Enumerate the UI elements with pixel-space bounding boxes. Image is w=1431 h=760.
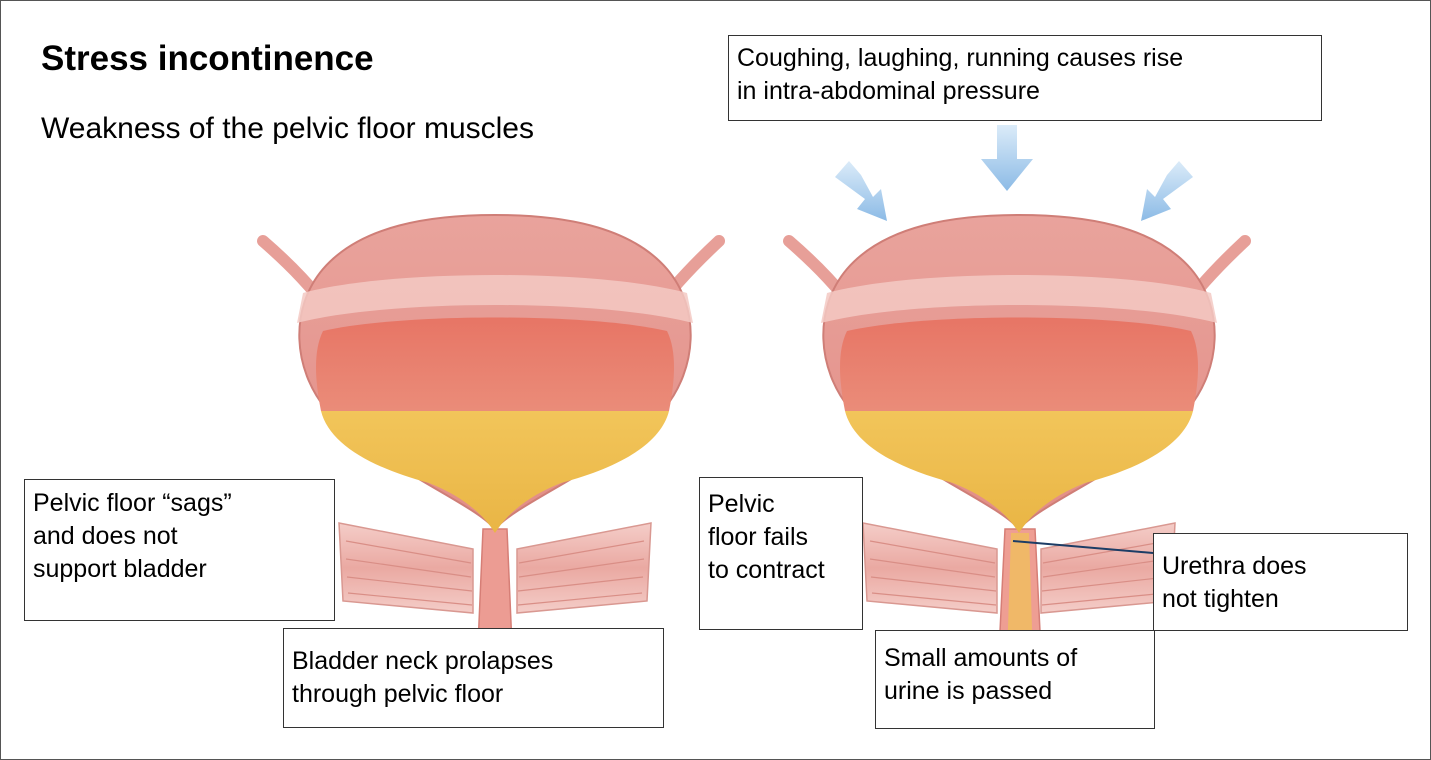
pelvic-floor-sags-label-box: Pelvic floor “sags” and does not support… [24, 479, 335, 621]
pressure-arrow-center [981, 125, 1033, 191]
contract-label-line-1: Pelvic [708, 488, 854, 521]
urine-label-line-2: urine is passed [884, 675, 1146, 708]
pressure-label-line-2: in intra-abdominal pressure [737, 75, 1313, 108]
pressure-label-box: Coughing, laughing, running causes rise … [728, 35, 1322, 121]
urethra-label-line-1: Urethra does [1162, 550, 1399, 583]
sags-label-line-2: and does not [33, 520, 326, 553]
arrow-down-icon [835, 125, 1193, 221]
pressure-arrow-right [1141, 161, 1193, 221]
right-bladder-lining [840, 318, 1198, 412]
urine-label-line-1: Small amounts of [884, 642, 1146, 675]
pelvic-floor-fails-label-box: Pelvic floor fails to contract [699, 477, 863, 630]
page-title: Stress incontinence [41, 39, 374, 79]
urethra-label-line-2: not tighten [1162, 583, 1399, 616]
prolapse-label-line-2: through pelvic floor [292, 678, 655, 711]
contract-label-line-3: to contract [708, 554, 854, 587]
left-bladder-lining [316, 318, 674, 412]
bladder-neck-prolapse-label-box: Bladder neck prolapses through pelvic fl… [283, 628, 664, 728]
urethra-label-box: Urethra does not tighten [1153, 533, 1408, 631]
sags-label-line-3: support bladder [33, 553, 326, 586]
left-urine [321, 411, 669, 533]
pressure-arrow-left [835, 161, 887, 221]
prolapse-label-line-1: Bladder neck prolapses [292, 645, 655, 678]
page-subtitle: Weakness of the pelvic floor muscles [41, 112, 534, 146]
right-urine [845, 411, 1193, 533]
contract-label-line-2: floor fails [708, 521, 854, 554]
left-bladder [263, 215, 719, 693]
urine-passed-label-box: Small amounts of urine is passed [875, 630, 1155, 729]
sags-label-line-1: Pelvic floor “sags” [33, 487, 326, 520]
pressure-label-line-1: Coughing, laughing, running causes rise [737, 42, 1313, 75]
